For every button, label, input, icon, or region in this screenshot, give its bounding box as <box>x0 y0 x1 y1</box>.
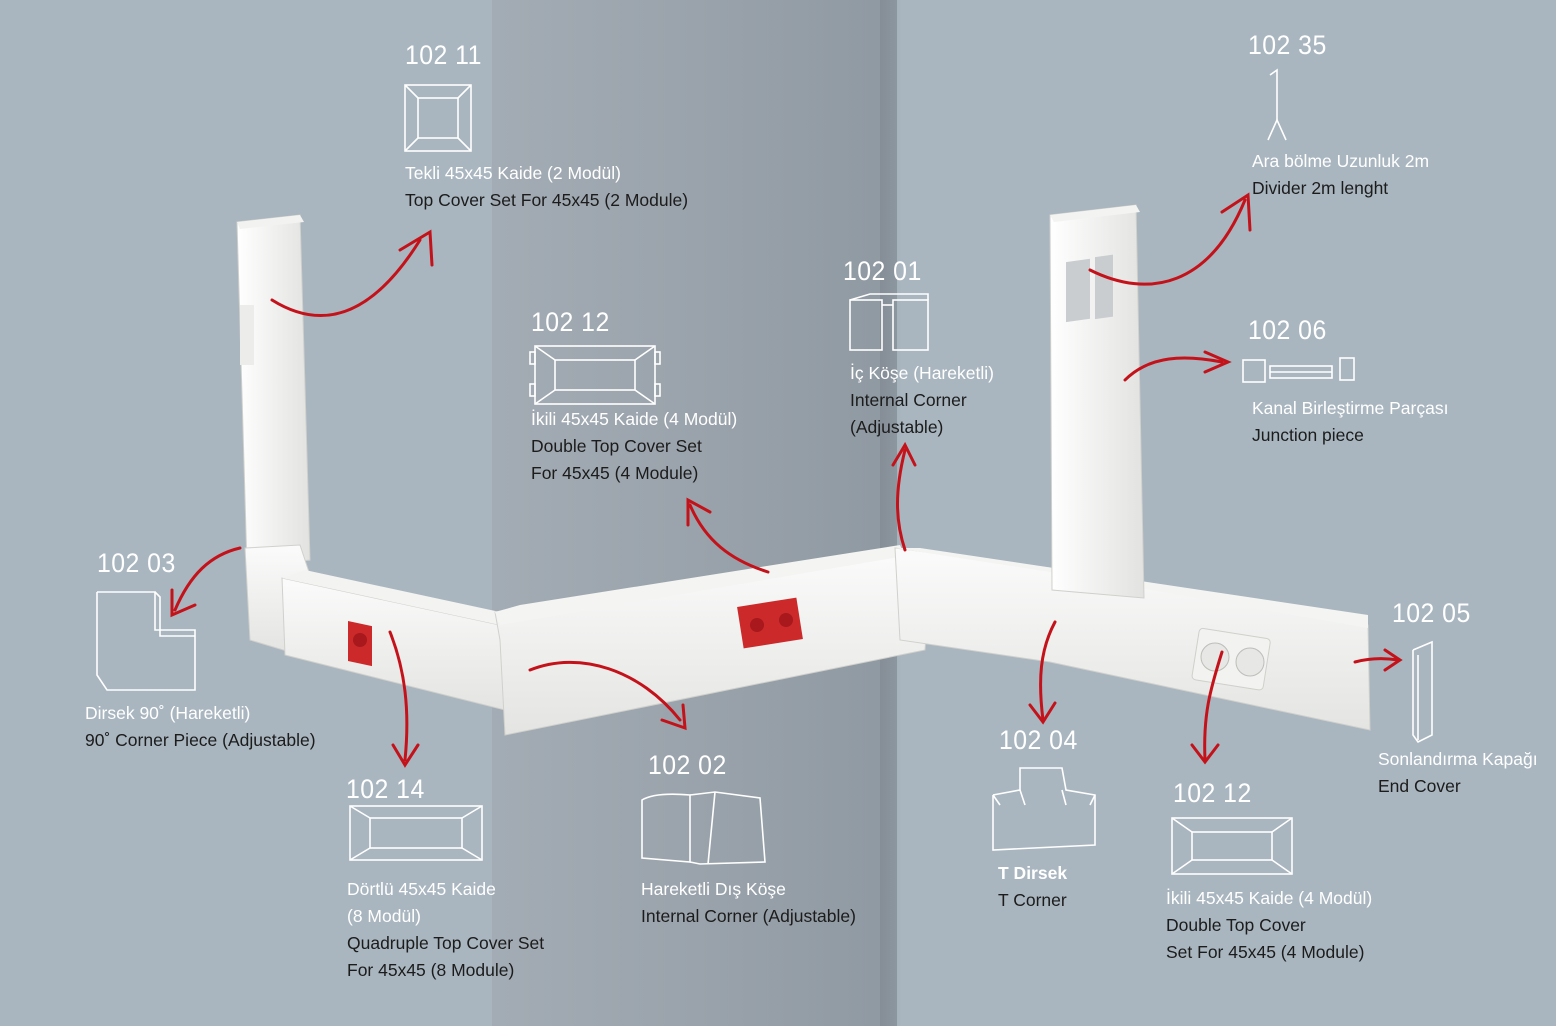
arrow-102-35-head <box>1220 192 1252 232</box>
right-duct-run <box>894 547 1371 731</box>
thumb-102-11 <box>404 84 472 152</box>
arrow-102-02 <box>528 660 682 722</box>
thumb-102-35 <box>1267 68 1287 141</box>
code-102-03: 102 03 <box>97 548 176 578</box>
label-en-2: Set For 45x45 (4 Module) <box>1166 942 1365 962</box>
label-en: 90˚ Corner Piece (Adjustable) <box>85 730 316 750</box>
label-tr: Dirsek 90˚ (Hareketli) <box>85 703 251 723</box>
label-102-12-a: İkili 45x45 Kaide (4 Modül) Double Top C… <box>531 406 737 487</box>
thumb-102-02 <box>641 791 766 865</box>
label-tr: T Dirsek <box>998 863 1068 883</box>
label-tr-2: (8 Modül) <box>347 906 421 926</box>
label-102-11: Tekli 45x45 Kaide (2 Modül) Top Cover Se… <box>405 160 688 214</box>
arrow-102-12b-head <box>1190 743 1220 765</box>
arrow-102-01 <box>896 448 907 552</box>
code-102-12-a: 102 12 <box>531 307 610 337</box>
label-en: Divider 2m lenght <box>1252 178 1389 198</box>
label-tr: Kanal Birleştirme Parçası <box>1252 398 1449 418</box>
label-en-1: Double Top Cover <box>1166 915 1306 935</box>
code-102-14: 102 14 <box>346 774 425 804</box>
arrow-102-12a <box>688 503 770 574</box>
label-102-05: Sonlandırma Kapağı End Cover <box>1378 746 1538 800</box>
label-102-02: Hareketli Dış Köşe Internal Corner (Adju… <box>641 876 856 930</box>
label-en: T Corner <box>998 890 1067 910</box>
label-tr-1: Dörtlü 45x45 Kaide <box>347 879 496 899</box>
thumb-102-06 <box>1242 357 1355 383</box>
center-duct-run <box>494 545 931 736</box>
label-en-1: Internal Corner <box>850 390 967 410</box>
code-102-06: 102 06 <box>1248 315 1327 345</box>
code-102-04: 102 04 <box>999 725 1078 755</box>
label-tr: Tekli 45x45 Kaide (2 Modül) <box>405 163 621 183</box>
label-en-2: (Adjustable) <box>850 417 944 437</box>
label-102-12-b: İkili 45x45 Kaide (4 Modül) Double Top C… <box>1166 885 1372 966</box>
label-en: Top Cover Set For 45x45 (2 Module) <box>405 190 689 210</box>
arrow-102-02-head <box>660 703 687 731</box>
product-thumbnails <box>96 68 1433 875</box>
arrow-102-05-head <box>1383 648 1403 672</box>
label-tr: İkili 45x45 Kaide (4 Modül) <box>1166 888 1373 908</box>
arrow-102-05 <box>1353 657 1400 664</box>
thumb-102-01 <box>849 293 929 351</box>
code-102-35: 102 35 <box>1248 30 1327 60</box>
thumb-102-05 <box>1412 640 1433 744</box>
label-en: Internal Corner (Adjustable) <box>641 906 856 926</box>
code-102-11: 102 11 <box>405 40 482 70</box>
label-102-03: Dirsek 90˚ (Hareketli) 90˚ Corner Piece … <box>85 700 316 754</box>
label-102-01: İç Köşe (Hareketli) Internal Corner (Adj… <box>850 360 994 441</box>
arrow-102-35 <box>1088 198 1247 286</box>
code-102-02: 102 02 <box>648 750 727 780</box>
arrow-102-01-head <box>891 441 917 467</box>
wall-corner-edge <box>880 0 902 1026</box>
label-en: End Cover <box>1378 776 1461 796</box>
arrow-102-03-head <box>170 588 197 618</box>
code-102-05: 102 05 <box>1392 598 1471 628</box>
label-en: Junction piece <box>1252 425 1364 445</box>
label-102-04: T Dirsek T Corner <box>998 860 1067 914</box>
thumb-102-12-a <box>529 345 661 405</box>
thumb-102-14 <box>349 805 483 861</box>
left-vertical-duct <box>236 214 311 568</box>
arrow-102-11-head <box>398 229 434 267</box>
arrow-102-03 <box>173 546 242 612</box>
arrow-102-14 <box>388 630 409 762</box>
label-tr: Ara bölme Uzunluk 2m <box>1252 151 1430 171</box>
arrow-102-11 <box>270 238 422 318</box>
label-tr: Hareketli Dış Köşe <box>641 879 786 899</box>
arrow-102-06 <box>1123 356 1224 382</box>
label-102-06: Kanal Birleştirme Parçası Junction piece <box>1252 395 1448 449</box>
callout-arrows <box>170 192 1403 768</box>
arrow-102-12a-head <box>686 497 712 527</box>
thumb-102-04 <box>992 767 1096 851</box>
label-102-14: Dörtlü 45x45 Kaide (8 Modül) Quadruple T… <box>347 876 544 984</box>
code-102-01: 102 01 <box>843 256 922 286</box>
label-en-2: For 45x45 (4 Module) <box>531 463 699 483</box>
right-vertical-duct <box>1049 204 1145 599</box>
label-en-1: Quadruple Top Cover Set <box>347 933 545 953</box>
label-tr: İç Köşe (Hareketli) <box>850 363 994 383</box>
thumb-102-03 <box>96 591 196 691</box>
arrow-102-12b <box>1203 650 1224 762</box>
label-en-2: For 45x45 (8 Module) <box>347 960 515 980</box>
label-tr: Sonlandırma Kapağı <box>1378 749 1538 769</box>
label-tr: İkili 45x45 Kaide (4 Modül) <box>531 409 738 429</box>
arrow-102-06-head <box>1203 350 1232 374</box>
left-horizontal-duct <box>244 544 506 711</box>
thumb-102-12-b <box>1171 817 1293 875</box>
label-en-1: Double Top Cover Set <box>531 436 702 456</box>
label-102-35: Ara bölme Uzunluk 2m Divider 2m lenght <box>1252 148 1429 202</box>
arrow-102-04-head <box>1028 701 1057 725</box>
code-102-12-b: 102 12 <box>1173 778 1252 808</box>
arrow-102-14-head <box>391 743 420 768</box>
arrow-102-04 <box>1039 620 1057 722</box>
